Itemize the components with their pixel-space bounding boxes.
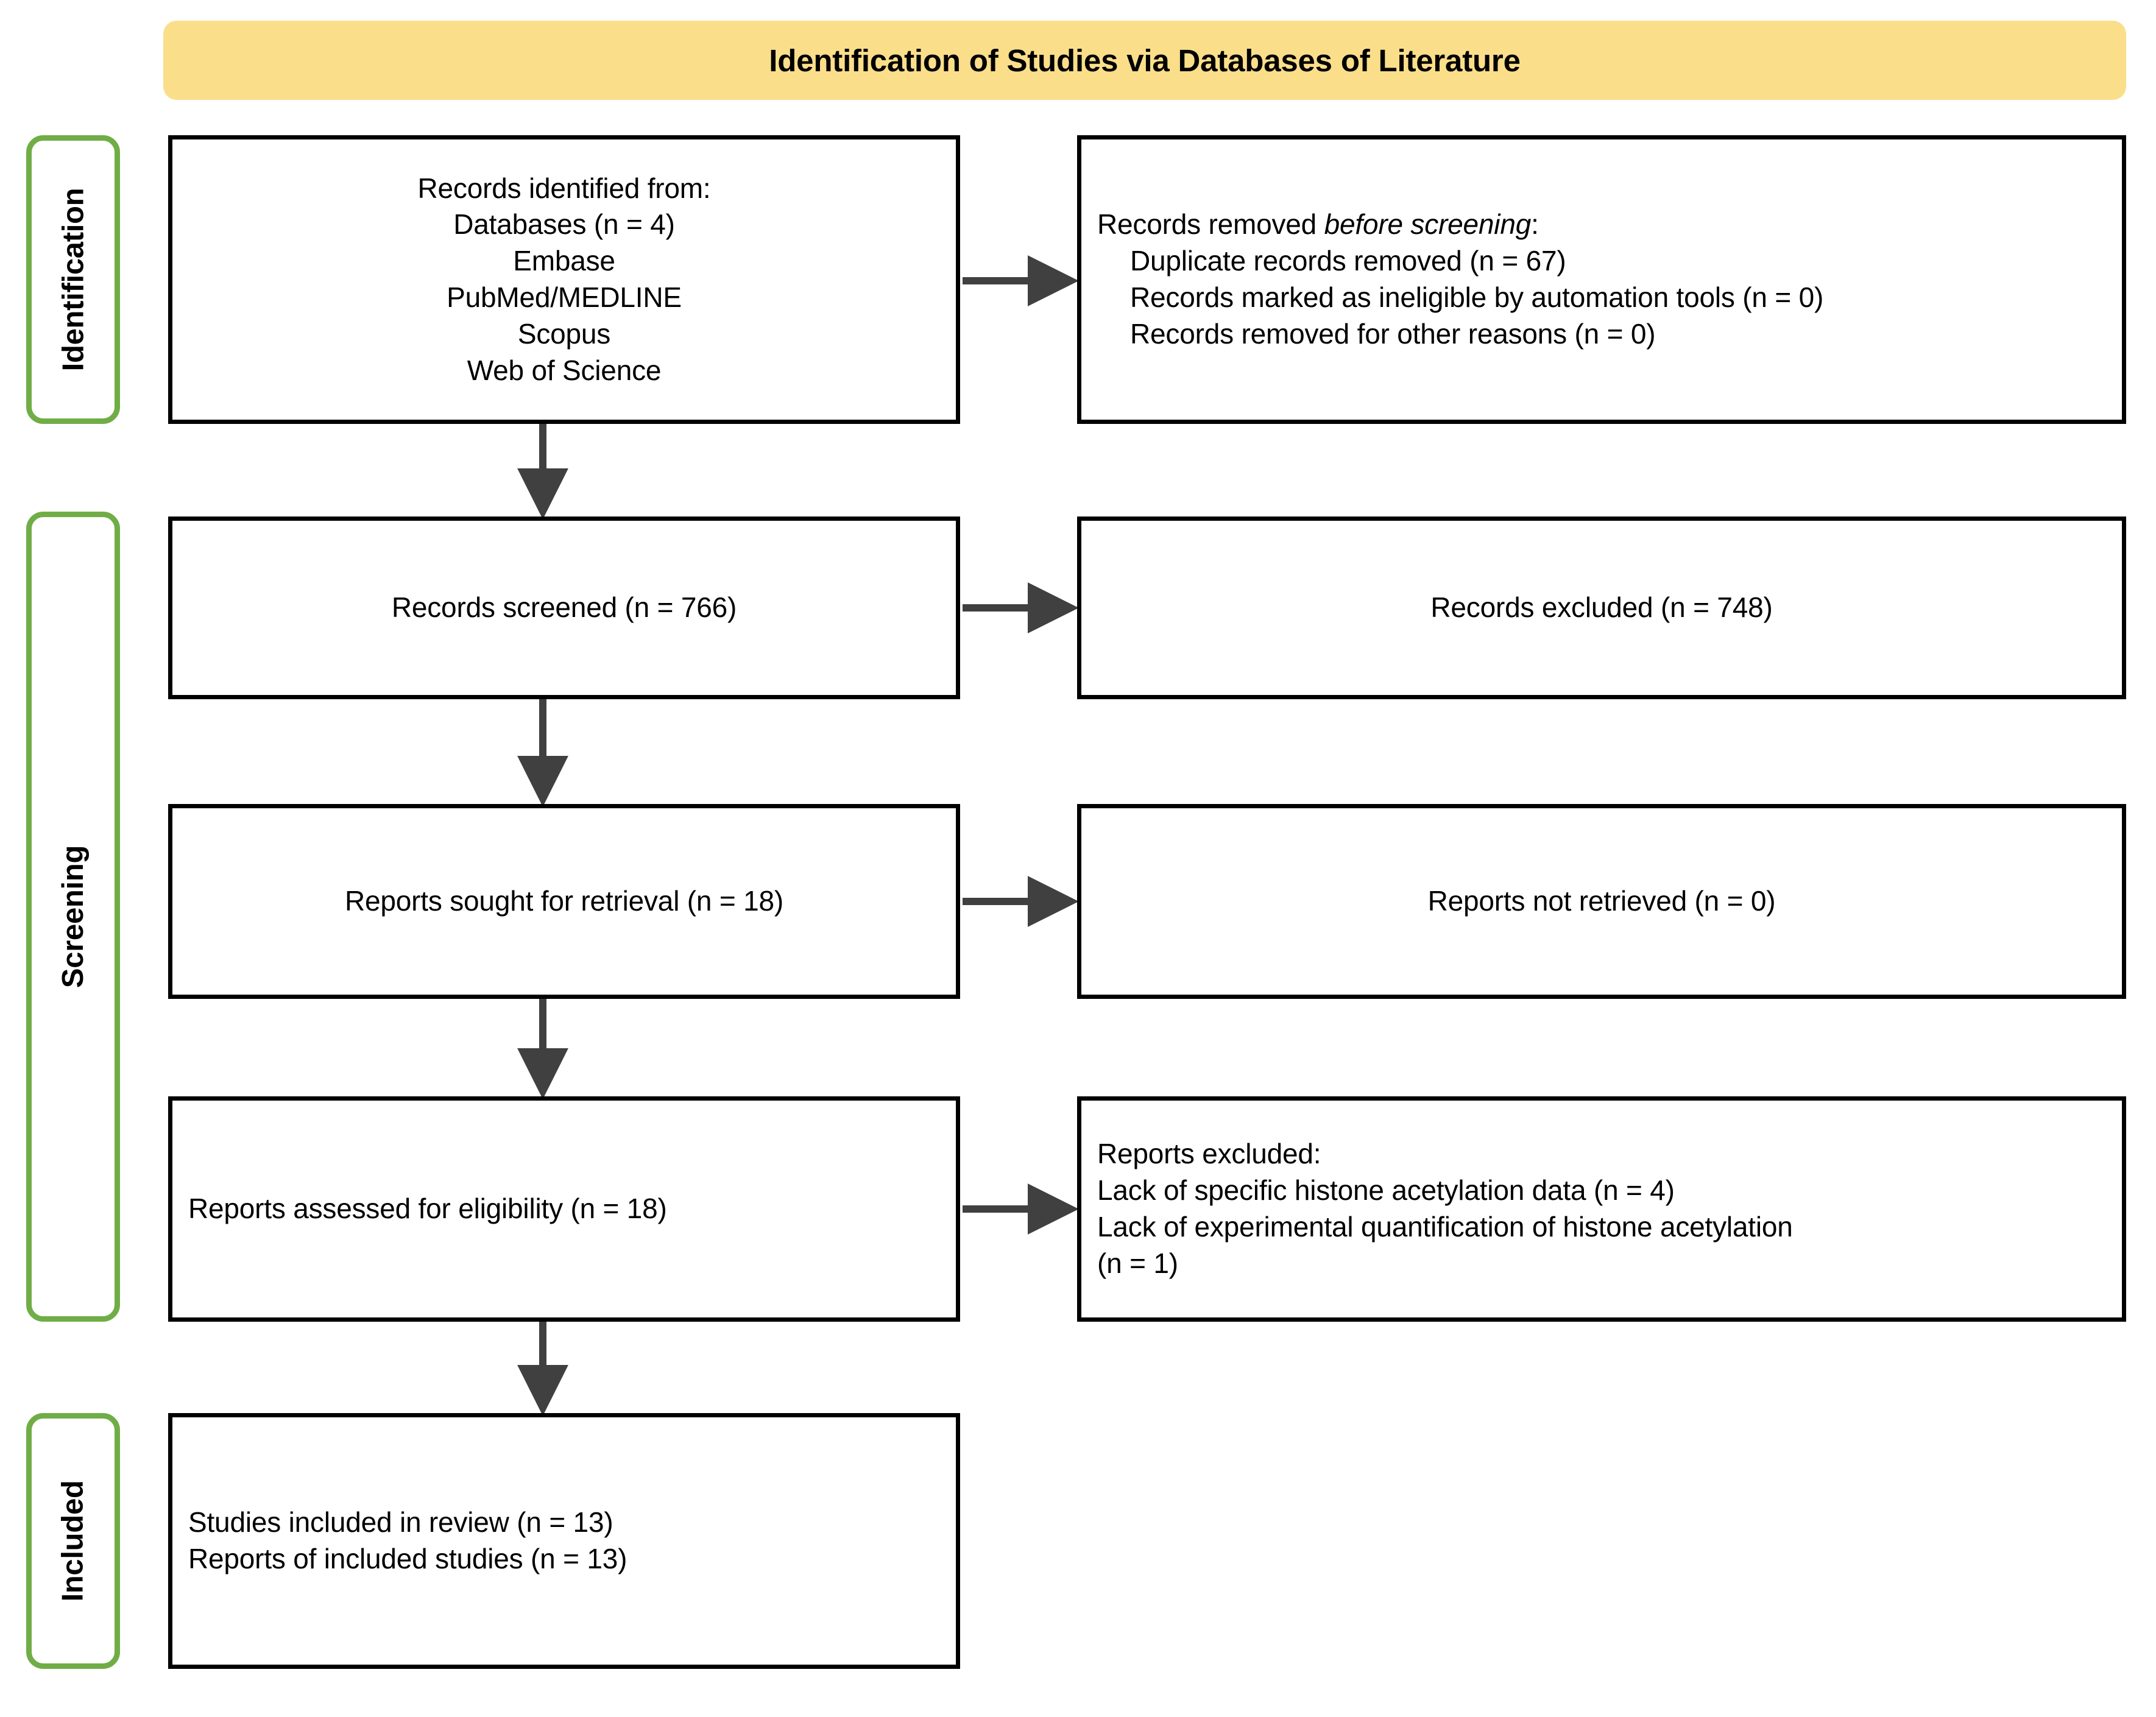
reports-excluded-line-4: (n = 1) <box>1097 1247 1178 1279</box>
studies-included-line-1: Studies included in review (n = 13) <box>188 1506 613 1539</box>
stage-label-identification: Identification <box>26 135 120 424</box>
box-records-removed-before-screening: Records removed before screening: Duplic… <box>1077 135 2126 424</box>
box-reports-assessed: Reports assessed for eligibility (n = 18… <box>168 1096 960 1322</box>
box-records-excluded: Records excluded (n = 748) <box>1077 517 2126 699</box>
records-screened-line-1: Records screened (n = 766) <box>391 591 737 624</box>
box-reports-excluded: Reports excluded: Lack of specific histo… <box>1077 1096 2126 1322</box>
stage-label-screening-text: Screening <box>57 845 90 989</box>
box-records-identified: Records identified from: Databases (n = … <box>168 135 960 424</box>
box-records-screened: Records screened (n = 766) <box>168 517 960 699</box>
records-removed-line-3: Records marked as ineligible by automati… <box>1130 281 1824 313</box>
records-removed-line-1-a: Records removed <box>1097 208 1324 241</box>
page-title: Identification of Studies via Databases … <box>769 43 1521 78</box>
records-excluded-line-1: Records excluded (n = 748) <box>1430 591 1773 624</box>
records-identified-line-4: PubMed/MEDLINE <box>447 281 682 313</box>
reports-excluded-line-1: Reports excluded: <box>1097 1138 1321 1170</box>
studies-included-line-2: Reports of included studies (n = 13) <box>188 1543 627 1574</box>
records-identified-line-6: Web of Science <box>467 354 662 386</box>
header-banner: Identification of Studies via Databases … <box>163 21 2126 100</box>
reports-assessed-line-1: Reports assessed for eligibility (n = 18… <box>188 1193 667 1225</box>
records-removed-line-2: Duplicate records removed (n = 67) <box>1130 245 1566 277</box>
records-removed-line-1-c: : <box>1531 208 1539 241</box>
records-removed-line-4: Records removed for other reasons (n = 0… <box>1130 317 1656 350</box>
box-reports-not-retrieved: Reports not retrieved (n = 0) <box>1077 804 2126 999</box>
reports-excluded-line-2: Lack of specific histone acetylation dat… <box>1097 1174 1675 1207</box>
records-removed-line-1: Records removed before screening: <box>1097 206 2106 243</box>
reports-not-retrieved-line-1: Reports not retrieved (n = 0) <box>1427 885 1776 917</box>
reports-excluded-line-3: Lack of experimental quantification of h… <box>1097 1211 1793 1243</box>
stage-label-identification-text: Identification <box>57 188 90 372</box>
stage-label-included: Included <box>26 1413 120 1669</box>
box-studies-included: Studies included in review (n = 13) Repo… <box>168 1413 960 1669</box>
reports-sought-line-1: Reports sought for retrieval (n = 18) <box>345 885 783 917</box>
records-identified-line-5: Scopus <box>517 317 611 350</box>
stage-label-included-text: Included <box>57 1480 90 1602</box>
records-removed-line-1-emphasis: before screening <box>1324 208 1532 241</box>
records-identified-line-2: Databases (n = 4) <box>453 208 675 241</box>
records-identified-line-3: Embase <box>513 245 615 277</box>
records-identified-line-1: Records identified from: <box>417 172 711 204</box>
box-reports-sought: Reports sought for retrieval (n = 18) <box>168 804 960 999</box>
stage-label-screening: Screening <box>26 512 120 1322</box>
